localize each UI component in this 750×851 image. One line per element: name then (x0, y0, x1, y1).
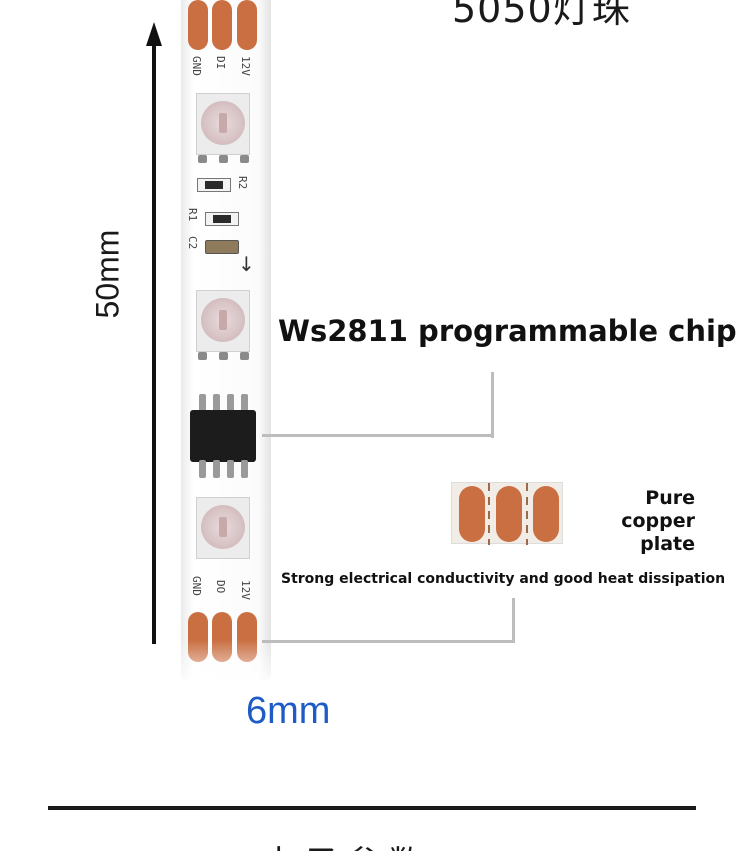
chip-callout-line-horizontal (262, 434, 494, 437)
chip-pin-top (241, 394, 248, 412)
chip-callout-line-vertical (491, 372, 494, 438)
section-divider (48, 806, 696, 810)
copper-plate-image (451, 482, 563, 545)
chip-pin-bottom (241, 460, 248, 478)
chip-pin-bottom (227, 460, 234, 478)
bottom-pad-label-12v: 12V (239, 580, 252, 600)
strip-fade (181, 640, 271, 690)
conductivity-text: Strong electrical conductivity and good … (281, 571, 726, 587)
length-arrow-line (152, 40, 156, 644)
pad-callout-line-horizontal (262, 640, 515, 643)
length-arrow-head (146, 22, 162, 46)
copper-dash (488, 483, 490, 545)
chip-pin-top (227, 394, 234, 412)
ws2811-chip (190, 410, 256, 462)
length-label: 50mm (89, 229, 126, 319)
led-leg (240, 352, 249, 360)
chip-pin-bottom (199, 460, 206, 478)
copper-title-line-1: Pure copper (621, 487, 695, 532)
chip-pin-bottom (213, 460, 220, 478)
top-pad-label-di: DI (214, 56, 227, 70)
led-leg (198, 155, 207, 163)
pad-callout-line-vertical (512, 598, 515, 642)
led-die (219, 310, 227, 330)
capacitor-c2 (205, 240, 239, 254)
resistor-body (205, 181, 223, 189)
resistor-r1 (205, 212, 239, 226)
resistor-r2-label: R2 (236, 176, 249, 190)
led-5050-1 (190, 93, 256, 163)
direction-arrow-icon: ↓ (238, 252, 255, 276)
bottom-heading: 电子参数 (262, 836, 430, 851)
top-pad-label-12v: 12V (239, 56, 252, 76)
chip-pin-top (199, 394, 206, 412)
copper-pad (459, 486, 485, 542)
top-pad-gnd (188, 0, 208, 50)
capacitor-c2-label: C2 (186, 236, 199, 250)
top-pad-di (212, 0, 232, 50)
led-leg (240, 155, 249, 163)
chip-pin-top (213, 394, 220, 412)
resistor-r1-label: R1 (186, 208, 199, 222)
led-leg (219, 352, 228, 360)
top-pad-label-gnd: GND (190, 56, 203, 76)
width-label: 6mm (246, 690, 331, 732)
led-die (219, 517, 227, 537)
copper-dash (526, 483, 528, 545)
top-heading: 5050灯珠 (452, 0, 631, 31)
led-5050-3 (190, 497, 256, 563)
led-5050-2 (190, 290, 256, 360)
copper-title-line-2: plate (640, 533, 695, 555)
top-pad-12v (237, 0, 257, 50)
copper-pad (496, 486, 522, 542)
chip-callout-title: Ws2811 programmable chip (278, 314, 737, 348)
bottom-pad-label-gnd: GND (190, 576, 203, 596)
led-leg (219, 155, 228, 163)
bottom-pad-label-do: DO (214, 580, 227, 594)
copper-callout-title: Pure copper plate (571, 487, 695, 556)
resistor-r2 (197, 178, 231, 192)
led-leg (198, 352, 207, 360)
copper-pad (533, 486, 559, 542)
led-die (219, 113, 227, 133)
resistor-body (213, 215, 231, 223)
